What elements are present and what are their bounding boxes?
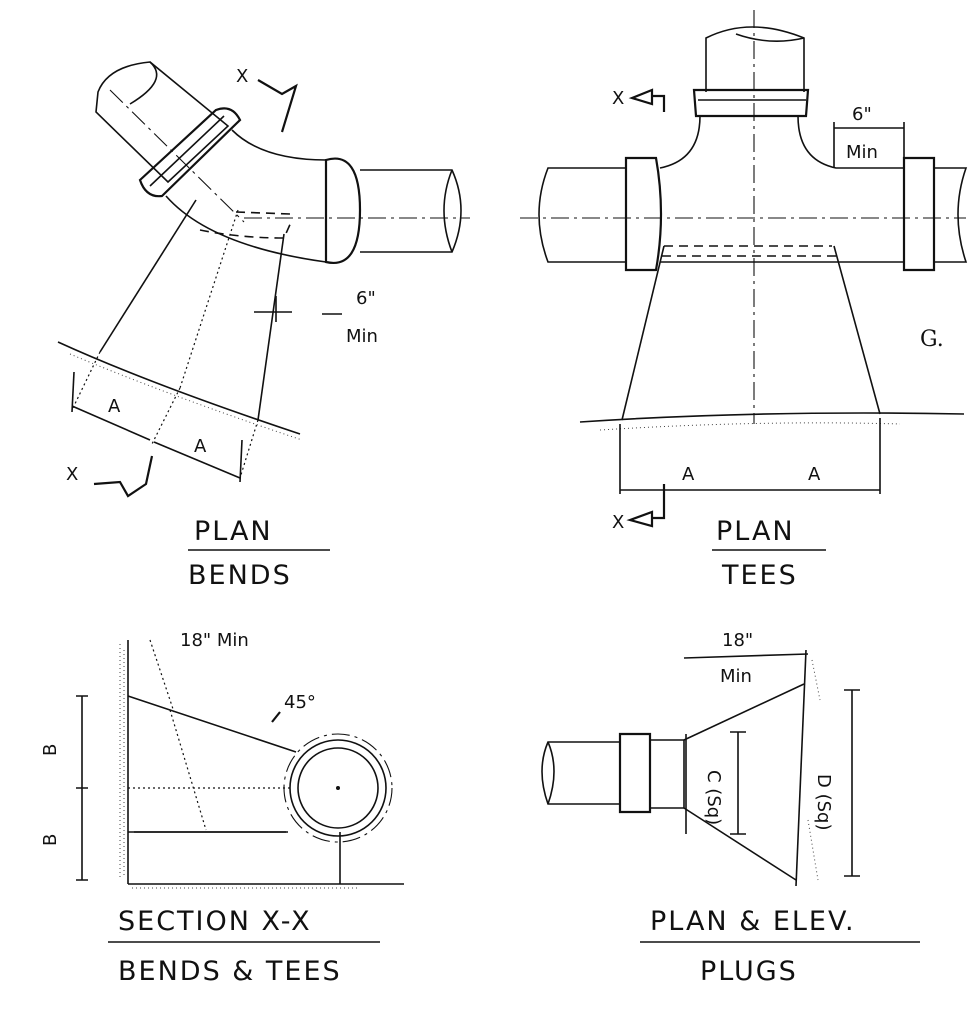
bend-dim-a-1: A — [108, 396, 121, 417]
plan-tees-subtitle: TEES — [721, 560, 798, 591]
section-xx-view: B B 18" Min 45° SECTION X-X BENDS & TEES — [40, 630, 404, 987]
bend-right-bell — [324, 157, 362, 265]
tee-body-right — [797, 115, 904, 169]
plug-wall — [795, 649, 807, 887]
section-pipe-inner — [297, 747, 379, 829]
tee-left-pipe — [538, 167, 626, 263]
bend-bell-collar — [138, 107, 242, 198]
bend-pipe-cut — [129, 61, 158, 105]
bend-dim-a-2: A — [194, 436, 207, 457]
bend-section-marker-top: X — [236, 66, 248, 87]
tee-left-bell — [624, 156, 663, 272]
plan-tees-view: A A 6" Min X X G. PLAN TEES — [520, 10, 968, 591]
tee-dim-a-1: A — [682, 464, 695, 485]
plugs-title: PLAN & ELEV. — [650, 906, 856, 937]
plan-bends-title: PLAN — [194, 516, 273, 547]
bend-section-marker-bottom: X — [66, 464, 78, 485]
tee-branch-pipe — [705, 26, 805, 92]
tee-body-left — [659, 115, 701, 169]
section-dim-b-1: B — [40, 744, 61, 756]
section-angle: 45° — [284, 692, 316, 713]
section-dim-b-2: B — [40, 834, 61, 846]
bend-body-inner — [165, 195, 327, 263]
tee-right-bell — [902, 156, 936, 272]
plan-tees-title: PLAN — [716, 516, 795, 547]
bend-thrust-face — [199, 219, 293, 239]
tee-block-left — [621, 245, 665, 421]
plug-dim-d: D (Sq) — [813, 774, 834, 830]
bend-block-right — [257, 233, 285, 421]
plug-cap — [650, 739, 685, 809]
tee-clearance-unit: Min — [846, 142, 878, 163]
bend-clearance-value: 6" — [356, 288, 376, 309]
bend-section-arrow-top — [257, 79, 298, 133]
tee-clearance-value: 6" — [852, 104, 872, 125]
tee-right-pipe — [934, 167, 968, 263]
tee-section-marker-top: X — [612, 88, 624, 109]
plugs-view: C (Sq) D (Sq) 18" Min PLAN & ELEV. PLUGS — [541, 630, 920, 987]
section-block-slope — [127, 695, 297, 753]
plug-top-dim-unit: Min — [720, 666, 752, 687]
bend-clearance-unit: Min — [346, 326, 378, 347]
plug-dim-c: C (Sq) — [703, 770, 724, 825]
bend-block-left — [99, 199, 197, 353]
tee-section-marker-bottom: X — [612, 512, 624, 533]
section-xx-title: SECTION X-X — [118, 906, 312, 937]
tee-side-note: G. — [920, 327, 944, 352]
tee-section-arrow-bottom — [626, 484, 666, 528]
bend-pipe-end — [95, 61, 230, 184]
tee-dim-a-2: A — [808, 464, 821, 485]
plug-top-dim-value: 18" — [722, 630, 753, 651]
plug-block-top — [683, 683, 805, 741]
tee-thrust-face — [662, 245, 836, 257]
bend-section-arrow-bottom — [93, 455, 154, 498]
section-top-dim: 18" Min — [180, 630, 249, 651]
tee-section-arrow-top — [628, 88, 666, 112]
plug-block-bottom — [683, 807, 797, 881]
section-xx-subtitle: BENDS & TEES — [118, 956, 342, 987]
plug-pipe — [541, 741, 621, 805]
bend-soil-line — [57, 341, 301, 435]
tee-branch-bell — [692, 88, 810, 118]
section-pipe-outer — [289, 739, 387, 837]
plug-bell — [618, 732, 652, 814]
plan-bends-view: A A 6" Min X X PLAN BENDS — [57, 61, 470, 591]
tee-block-right — [833, 245, 881, 415]
bend-right-pipe — [360, 169, 462, 253]
tee-soil-line — [579, 412, 965, 423]
plugs-subtitle: PLUGS — [700, 956, 798, 987]
bend-body-outer — [231, 129, 327, 161]
plan-bends-subtitle: BENDS — [188, 560, 292, 591]
